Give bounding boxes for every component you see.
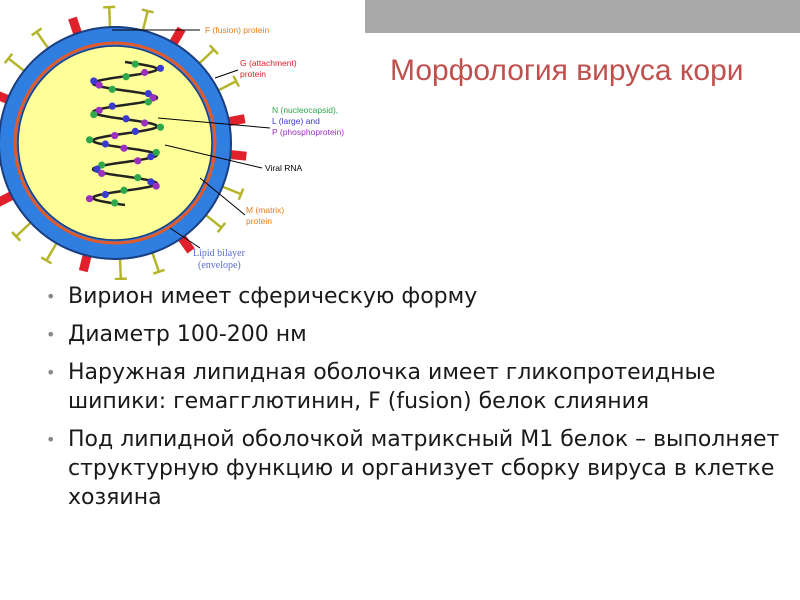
nucleocapsid-protein-dot bbox=[85, 195, 94, 203]
nucleocapsid-protein-dot bbox=[134, 157, 142, 165]
nucleocapsid-helix bbox=[85, 60, 165, 207]
label-lipid-line2: (envelope) bbox=[198, 260, 241, 271]
nucleocapsid-protein-dot bbox=[122, 115, 130, 123]
bullet-item: Вирион имеет сферическую форму bbox=[40, 282, 785, 311]
label-g-protein-line1: G (attachment) bbox=[240, 58, 297, 68]
matrix-layer bbox=[13, 41, 217, 245]
label-l-protein: L (large) and bbox=[272, 116, 320, 126]
nucleocapsid-protein-dot bbox=[134, 174, 142, 182]
bullet-item: Под липидной оболочкой матриксный М1 бел… bbox=[40, 425, 785, 512]
label-viral-rna: Viral RNA bbox=[265, 163, 302, 173]
pointer-line-lipid bbox=[169, 227, 201, 249]
nucleocapsid-protein-dot bbox=[95, 81, 103, 89]
measles-virus-diagram: F (fusion) protein G (attachment) protei… bbox=[0, 5, 344, 280]
nucleocapsid-protein-dot bbox=[147, 153, 155, 161]
nucleocapsid-protein-dot bbox=[156, 64, 165, 72]
nucleocapsid-protein-dot bbox=[156, 123, 165, 131]
nucleocapsid-protein-dot bbox=[98, 169, 106, 178]
nucleocapsid-protein-dot bbox=[149, 94, 157, 102]
slide-title: Морфология вируса кори bbox=[390, 54, 744, 87]
bullet-item: Наружная липидная оболочка имеет гликопр… bbox=[40, 358, 785, 416]
pointer-line-m bbox=[199, 177, 246, 216]
nucleocapsid-protein-dot bbox=[120, 144, 128, 152]
nucleocapsid-protein-dot bbox=[108, 85, 116, 93]
label-p-protein: P (phosphoprotein) bbox=[272, 127, 344, 137]
nucleocapsid-protein-dot bbox=[90, 110, 98, 119]
nucleocapsid-protein-dot bbox=[95, 106, 103, 114]
nucleocapsid-protein-dot bbox=[144, 89, 152, 98]
nucleocapsid-protein-dot bbox=[152, 148, 160, 157]
nucleocapsid-protein-dot bbox=[131, 60, 139, 68]
label-m-protein-line2: protein bbox=[246, 216, 272, 226]
nucleocapsid-protein-dot bbox=[90, 77, 98, 85]
nucleocapsid-protein-dot bbox=[93, 165, 101, 173]
pointer-line-rna bbox=[164, 144, 263, 169]
nucleocapsid-protein-dot bbox=[147, 178, 155, 186]
nucleocapsid-protein-dot bbox=[111, 132, 119, 140]
label-n-protein: N (nucleocapsid), bbox=[272, 105, 338, 115]
top-accent-bar bbox=[365, 0, 800, 33]
nucleocapsid-protein-dot bbox=[98, 161, 106, 169]
label-g-protein-line2: protein bbox=[240, 69, 266, 79]
nucleocapsid-protein-dot bbox=[122, 73, 130, 81]
nucleocapsid-protein-dot bbox=[144, 98, 152, 106]
bullet-item: Диаметр 100-200 нм bbox=[40, 320, 785, 349]
pointer-line-g bbox=[214, 69, 239, 79]
nucleocapsid-protein-dot bbox=[120, 186, 128, 194]
nucleocapsid-protein-dot bbox=[101, 140, 109, 148]
nucleocapsid-protein-dot bbox=[85, 136, 94, 144]
viral-core bbox=[17, 45, 213, 241]
nucleocapsid-protein-dot bbox=[108, 102, 116, 110]
nucleocapsid-protein-dot bbox=[111, 199, 119, 207]
nucleocapsid-protein-dot bbox=[141, 68, 149, 77]
nucleocapsid-protein-dot bbox=[141, 119, 149, 127]
pointer-line-n bbox=[157, 117, 271, 129]
nucleocapsid-protein-dot bbox=[101, 190, 109, 199]
label-m-protein-line1: M (matrix) bbox=[246, 205, 284, 215]
label-f-protein: F (fusion) protein bbox=[205, 25, 270, 35]
nucleocapsid-protein-dot bbox=[131, 127, 139, 135]
label-lipid-line1: Lipid bilayer bbox=[193, 248, 246, 259]
bullet-list: Вирион имеет сферическую форму Диаметр 1… bbox=[40, 282, 785, 521]
nucleocapsid-protein-dot bbox=[152, 182, 160, 190]
